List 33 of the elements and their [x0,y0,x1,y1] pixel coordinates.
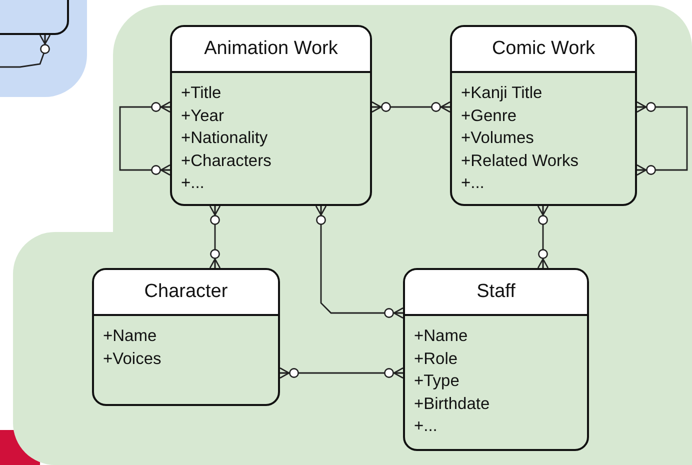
attribute-text: +Volumes [461,128,534,149]
attribute-text: +Year [181,106,224,126]
attribute-text: +Name [414,326,468,347]
attribute-text: +Role [414,348,458,370]
attribute-text: +... [414,416,438,437]
attribute-text: +Title [181,83,222,104]
entity-box [450,25,637,206]
entity-name: Character [144,281,228,303]
relationship-line [315,205,404,319]
attribute-text: +Type [414,371,460,392]
entity-box [170,25,372,206]
relationship-line [209,205,221,269]
relationship-line [279,367,404,379]
attribute-text: +Birthdate [414,394,490,414]
relationship-line [537,205,549,269]
entity-box [92,268,280,406]
attribute-text: +Name [103,326,157,347]
relationship-line [119,101,171,176]
entity-name: Comic Work [492,38,596,60]
attribute-text: +... [181,173,204,194]
entity-box [403,268,589,451]
attribute-text: +Voices [103,348,162,370]
attribute-text: +Kanji Title [461,83,542,104]
relationship-line [371,101,451,113]
entity-name: Animation Work [204,38,338,60]
relationship-line [0,34,51,68]
attribute-text: +... [461,173,484,194]
attribute-text: +Nationality [181,128,268,149]
attribute-text: +Characters [181,150,272,172]
relationship-line [636,101,688,176]
attribute-text: +Related Works [461,150,579,172]
entity-name: Staff [476,281,516,303]
attribute-text: +Genre [461,106,516,126]
